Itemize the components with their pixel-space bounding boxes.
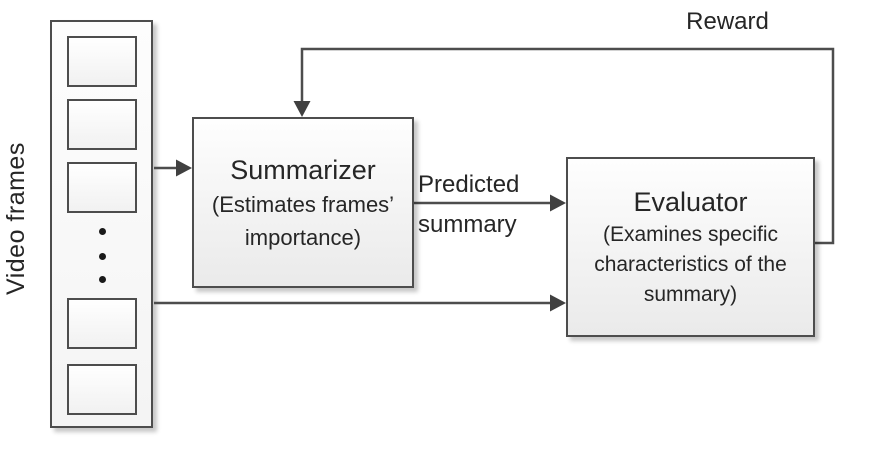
video-frame xyxy=(67,364,137,415)
evaluator-box: Evaluator (Examines specific characteris… xyxy=(566,157,815,337)
predicted-summary-line2: summary xyxy=(418,211,517,238)
summarizer-subtitle-line1: (Estimates frames’ xyxy=(211,191,395,217)
evaluator-subtitle-line2: characteristics of the xyxy=(594,253,787,276)
summarizer-title: Summarizer xyxy=(230,154,376,185)
predicted-summary-label: Predicted summary xyxy=(418,165,558,245)
ellipsis-dot xyxy=(99,228,106,235)
summarizer-box: Summarizer (Estimates frames’ importance… xyxy=(192,117,414,288)
evaluator-subtitle-line1: (Examines specific xyxy=(602,223,779,246)
video-frame xyxy=(67,298,137,349)
video-frame xyxy=(67,99,137,150)
ellipsis-dot xyxy=(99,253,106,260)
summarizer-subtitle-line2: importance) xyxy=(244,224,362,250)
evaluator-subtitle-line3: summary) xyxy=(643,283,738,306)
video-frame xyxy=(67,162,137,213)
video-frames-strip xyxy=(50,20,153,428)
video-frames-label: Video frames xyxy=(2,142,30,296)
predicted-summary-line1: Predicted xyxy=(418,171,520,198)
reward-label: Reward xyxy=(686,8,769,35)
evaluator-title: Evaluator xyxy=(633,187,748,217)
arrow-frames-to-evaluator xyxy=(154,294,566,312)
ellipsis-dot xyxy=(99,276,106,283)
arrow-frames-to-summarizer xyxy=(154,159,192,177)
video-frame xyxy=(67,36,137,87)
